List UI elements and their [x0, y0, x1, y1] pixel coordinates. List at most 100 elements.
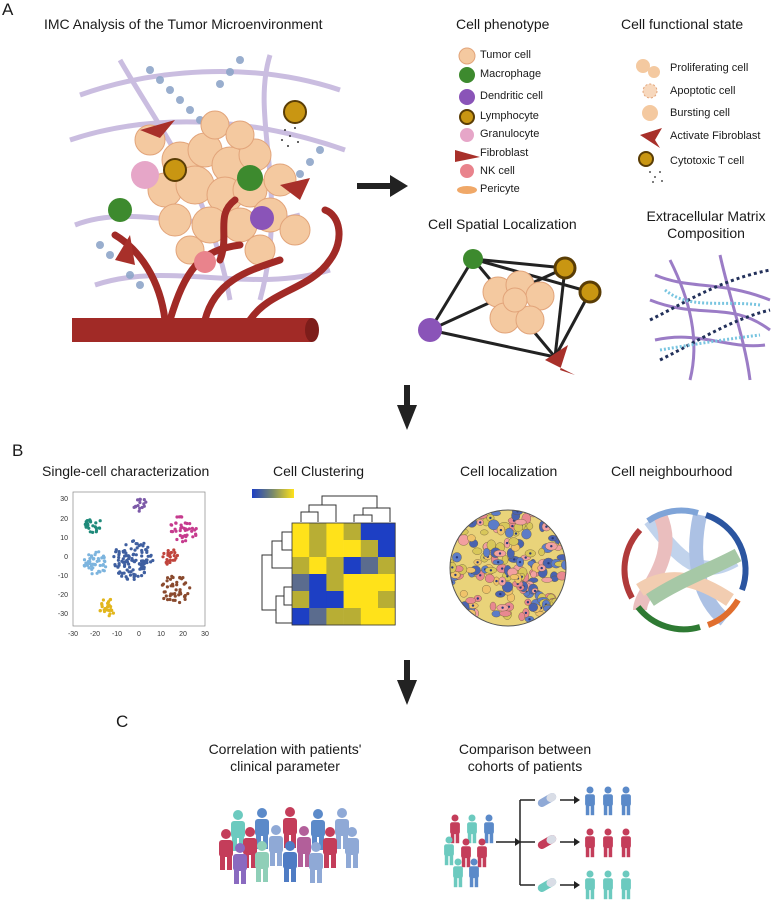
pill-icons — [537, 793, 557, 892]
ytick-m30: -30 — [58, 611, 68, 618]
tsne-point — [174, 588, 178, 592]
person-icon — [603, 786, 613, 816]
tsne-point — [127, 570, 131, 574]
tsne-point — [92, 557, 96, 561]
xtick-20: 20 — [179, 631, 187, 638]
tsne-point — [193, 528, 197, 532]
ecm-title-line1: Extracellular Matrix — [646, 208, 766, 224]
tsne-point — [91, 566, 95, 570]
heatmap-cell — [360, 591, 379, 609]
tsne-point — [87, 526, 91, 530]
tsne-point — [132, 577, 136, 582]
heatmap-left-dendrogram — [261, 531, 292, 624]
person-icon — [469, 858, 479, 888]
tsne-point — [121, 557, 125, 561]
blood-vessel — [72, 318, 312, 342]
heatmap-cell — [292, 608, 310, 626]
person-icon — [453, 858, 463, 888]
heatmap-cell — [309, 540, 327, 558]
tsne-point — [101, 563, 105, 567]
tsne-point — [180, 515, 184, 519]
tsne-point — [175, 537, 179, 542]
tsne-point — [124, 543, 128, 547]
illustration-lymphocyte — [163, 100, 307, 182]
tsne-point — [179, 592, 183, 596]
tissue-cell — [518, 612, 526, 621]
tumor-cell-icon — [458, 47, 476, 65]
tsne-point — [175, 515, 179, 519]
chord-arc-blue — [704, 512, 749, 592]
tsne-point — [94, 521, 98, 525]
ecm-title-line2: Composition — [667, 225, 745, 241]
tsne-point — [98, 526, 102, 530]
tsne-point — [178, 575, 182, 580]
tsne-point — [136, 574, 140, 578]
tsne-point — [178, 588, 182, 592]
person-icon — [603, 828, 613, 858]
tsne-point — [118, 570, 122, 574]
person-icon — [621, 828, 631, 858]
tsne-point — [146, 554, 150, 558]
tsne-point — [142, 570, 146, 575]
heatmap-cells — [291, 522, 396, 626]
panel-c-letter: C — [116, 712, 129, 731]
tissue-cell — [489, 601, 497, 612]
legend-macrophage: Macrophage — [480, 68, 542, 80]
chord-arc-lightblue — [646, 507, 699, 524]
xtick-0: 0 — [137, 631, 141, 638]
person-icon — [621, 870, 631, 900]
tissue-nucleus — [545, 525, 548, 528]
tsne-point — [173, 592, 177, 596]
tsne-point — [117, 551, 121, 555]
tsne-point — [190, 529, 194, 533]
xtick-m30: -30 — [68, 631, 78, 638]
tissue-nucleus — [501, 567, 504, 570]
tissue-cell — [472, 547, 483, 555]
heatmap-cell — [343, 557, 362, 575]
heatmap-cell — [360, 523, 379, 541]
person-icon — [219, 829, 233, 870]
person-icon — [297, 826, 311, 867]
ytick-30: 30 — [60, 496, 68, 503]
ytick-m20: -20 — [58, 592, 68, 599]
tsne-point — [137, 544, 141, 548]
tsne-point — [120, 574, 124, 578]
legend-fibroblast: Fibroblast — [480, 147, 529, 159]
tsne-point — [165, 579, 169, 583]
tsne-point — [178, 529, 182, 533]
apoptotic-cell-icon — [642, 83, 658, 99]
tsne-point — [137, 509, 141, 513]
tsne-point — [140, 574, 144, 578]
lymphocyte-icon — [459, 109, 475, 125]
tsne-point — [181, 540, 185, 544]
tsne-point — [185, 528, 189, 532]
tsne-point — [183, 597, 187, 602]
tsne-point — [122, 571, 126, 575]
tsne-point — [140, 561, 145, 566]
tsne-point — [162, 590, 166, 594]
tsne-point — [95, 571, 99, 575]
person-icon — [345, 827, 359, 868]
correlation-line1: Correlation with patients' — [208, 741, 362, 757]
heatmap-cell — [326, 608, 344, 626]
tsne-point — [123, 549, 127, 553]
tissue-cell — [504, 527, 514, 538]
tissue-nucleus — [499, 528, 503, 532]
tsne-point — [134, 558, 138, 562]
heatmap-cell — [378, 574, 396, 592]
tissue-nucleus — [479, 574, 482, 577]
tsne-point — [140, 548, 144, 553]
person-icon — [283, 807, 297, 848]
tsne-point — [88, 559, 92, 564]
illustration-nk-cell — [194, 251, 216, 273]
tsne-point — [164, 560, 168, 565]
tsne-point — [190, 526, 194, 531]
tsne-point — [171, 584, 175, 588]
tissue-cell — [526, 522, 534, 530]
tsne-point — [85, 519, 89, 523]
heatmap-color-key — [252, 489, 294, 498]
tsne-point — [144, 500, 148, 504]
legend-granulocyte: Granulocyte — [480, 128, 540, 140]
